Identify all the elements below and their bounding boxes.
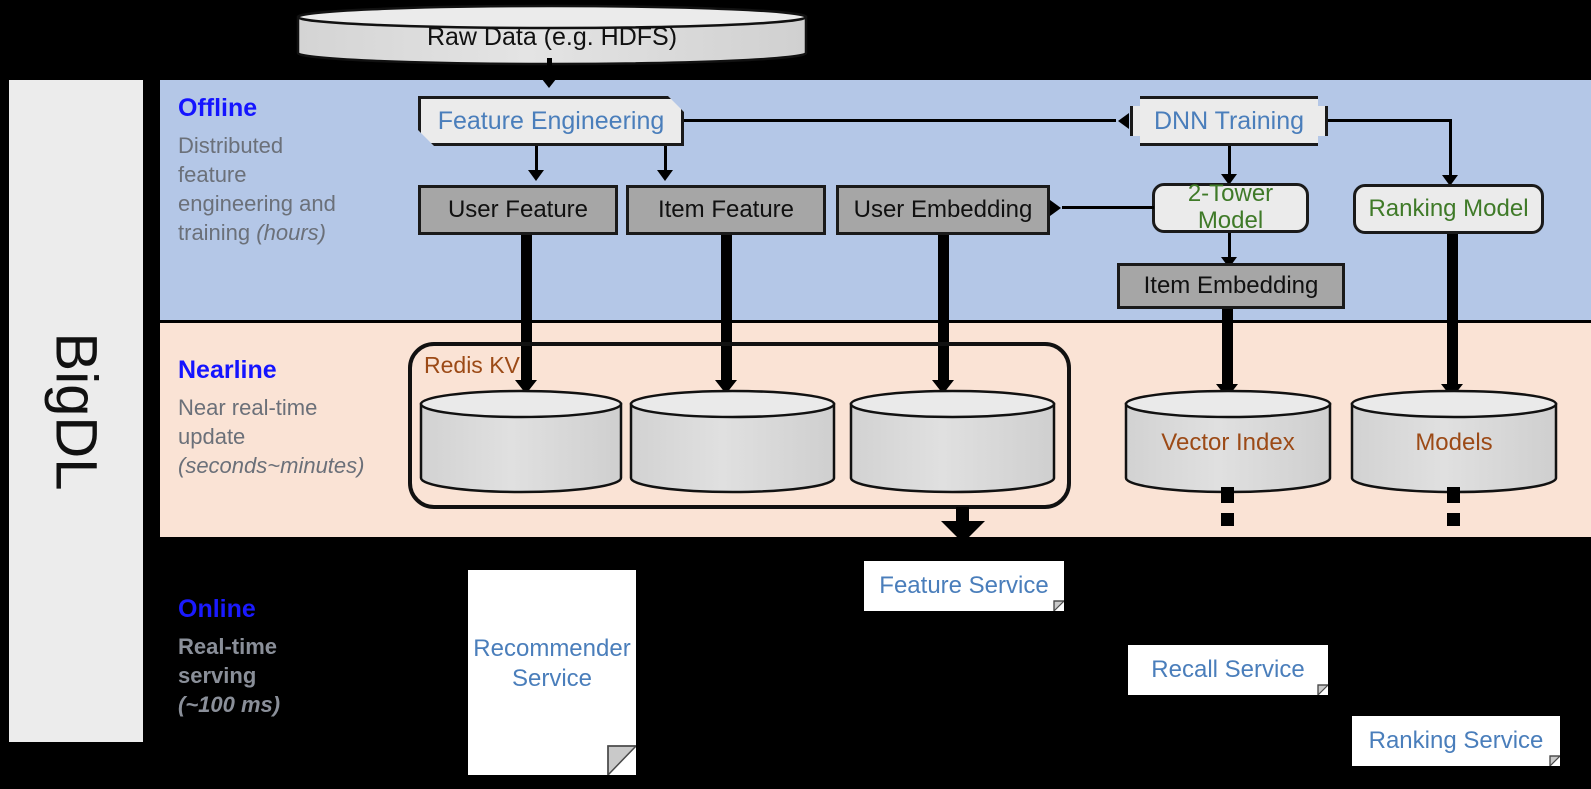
nearline-desc-l1: Near real-time	[178, 394, 318, 420]
stub-vector-index-a	[1221, 487, 1234, 503]
node-feature-service-label: Feature Service	[879, 572, 1049, 599]
edge-dnn-to-ranking-v	[1449, 119, 1452, 178]
models-cylinder[interactable]: Models	[1350, 389, 1558, 494]
edge-redis-to-feature-service-arrowhead	[941, 521, 985, 543]
edge-rawdata-to-fe-arrowhead	[538, 74, 560, 88]
band-head-nearline: Nearline Near real-time update (seconds~…	[178, 356, 408, 480]
node-ranking-service[interactable]: Ranking Service	[1352, 716, 1560, 766]
node-dnn-training[interactable]: DNN Training	[1130, 96, 1328, 146]
band-title-online: Online	[178, 595, 256, 623]
band-title-offline: Offline	[178, 94, 258, 122]
nearline-desc-l2: update	[178, 423, 246, 449]
store-item-feature-cylinder[interactable]	[629, 389, 836, 494]
edge-dnn-to-ranking-h	[1328, 119, 1452, 122]
pipe-user-feature-to-store	[521, 235, 532, 383]
node-two-tower-model-label: 2-Tower Model	[1187, 180, 1274, 234]
node-feature-engineering-label: Feature Engineering	[437, 107, 665, 135]
node-recommender-service-label: Recommender Service	[468, 634, 636, 694]
bigdl-platform-rail: BigDL	[6, 77, 146, 745]
nearline-desc-emph: (seconds~minutes)	[178, 452, 365, 478]
online-desc-l2: serving	[178, 662, 257, 688]
offline-desc-l3: engineering and	[178, 190, 336, 216]
offline-desc-l2: feature	[178, 161, 247, 187]
node-user-embedding[interactable]: User Embedding	[836, 185, 1050, 235]
node-item-feature-label: Item Feature	[657, 195, 795, 223]
edge-dnn-to-two-tower	[1228, 146, 1231, 176]
band-desc-offline: Distributed feature engineering and trai…	[178, 131, 408, 247]
stub-vector-index-b	[1221, 513, 1234, 526]
node-recommender-service[interactable]: Recommender Service	[468, 570, 636, 775]
node-ranking-model[interactable]: Ranking Model	[1353, 184, 1544, 234]
node-recall-service-label: Recall Service	[1151, 656, 1305, 683]
store-user-embedding-cylinder[interactable]	[849, 389, 1056, 494]
redis-kv-label: Redis KV	[424, 352, 520, 378]
node-user-embedding-label: User Embedding	[853, 195, 1033, 223]
edge-rawdata-to-fe	[547, 58, 552, 76]
band-desc-nearline: Near real-time update (seconds~minutes)	[178, 393, 408, 480]
stub-models-a	[1447, 487, 1460, 503]
edge-fe-to-dnn	[684, 119, 1116, 122]
node-user-feature-label: User Feature	[447, 195, 589, 223]
node-item-feature[interactable]: Item Feature	[626, 185, 826, 235]
node-feature-service[interactable]: Feature Service	[864, 561, 1064, 611]
node-dnn-training-label: DNN Training	[1153, 107, 1305, 135]
band-head-offline: Offline Distributed feature engineering …	[178, 94, 408, 247]
node-item-embedding[interactable]: Item Embedding	[1117, 263, 1345, 309]
vector-index-cylinder[interactable]: Vector Index	[1124, 389, 1332, 494]
online-desc-l1: Real-time	[178, 633, 278, 659]
edge-two-tower-to-item-embedding-arrowhead	[1221, 257, 1237, 268]
edge-two-tower-to-item-embedding	[1228, 233, 1231, 260]
edge-dnn-to-two-tower-arrowhead	[1221, 174, 1237, 185]
online-desc-emph: (~100 ms)	[178, 691, 281, 717]
raw-data-cylinder: Raw Data (e.g. HDFS)	[296, 4, 808, 66]
node-user-feature[interactable]: User Feature	[418, 185, 618, 235]
stub-models-b	[1447, 513, 1460, 526]
store-user-feature-cylinder[interactable]	[419, 389, 623, 494]
redis-kv-group	[408, 342, 1071, 509]
offline-desc-emph: (hours)	[256, 219, 326, 245]
edge-fe-to-item-feature-arrowhead	[657, 170, 673, 181]
offline-desc-l4: training	[178, 219, 257, 245]
edge-fe-to-user-feature-arrowhead	[528, 170, 544, 181]
band-head-online: Online Real-time serving (~100 ms)	[178, 595, 408, 719]
band-title-nearline: Nearline	[178, 356, 277, 384]
edge-fe-to-item-feature	[664, 146, 667, 172]
node-ranking-service-label: Ranking Service	[1368, 727, 1544, 754]
edge-two-tower-to-user-embedding	[1062, 206, 1154, 209]
pipe-user-embedding-to-store	[938, 235, 949, 383]
node-ranking-model-label: Ranking Model	[1368, 194, 1529, 222]
pipe-item-embedding-to-vector-index	[1222, 309, 1233, 387]
edge-fe-to-user-feature	[535, 146, 538, 172]
edge-dnn-to-ranking-arrowhead	[1442, 175, 1458, 186]
edge-fe-to-dnn-arrowhead	[1118, 113, 1129, 129]
node-item-embedding-label: Item Embedding	[1143, 271, 1319, 299]
bigdl-label: BigDL	[43, 332, 109, 490]
offline-desc-l1: Distributed	[178, 132, 284, 158]
pipe-ranking-model-to-models	[1447, 234, 1458, 387]
recommender-service-l2: Service	[511, 665, 593, 693]
node-two-tower-model[interactable]: 2-Tower Model	[1152, 180, 1309, 234]
edge-two-tower-to-user-embedding-arrowhead	[1050, 200, 1061, 216]
pipe-item-feature-to-store	[721, 235, 732, 383]
node-feature-engineering[interactable]: Feature Engineering	[418, 96, 684, 146]
stub-redis-to-feature-service	[956, 507, 969, 522]
recommender-service-l1: Recommender	[473, 635, 631, 663]
node-recall-service[interactable]: Recall Service	[1128, 645, 1328, 695]
band-desc-online: Real-time serving (~100 ms)	[178, 632, 408, 719]
